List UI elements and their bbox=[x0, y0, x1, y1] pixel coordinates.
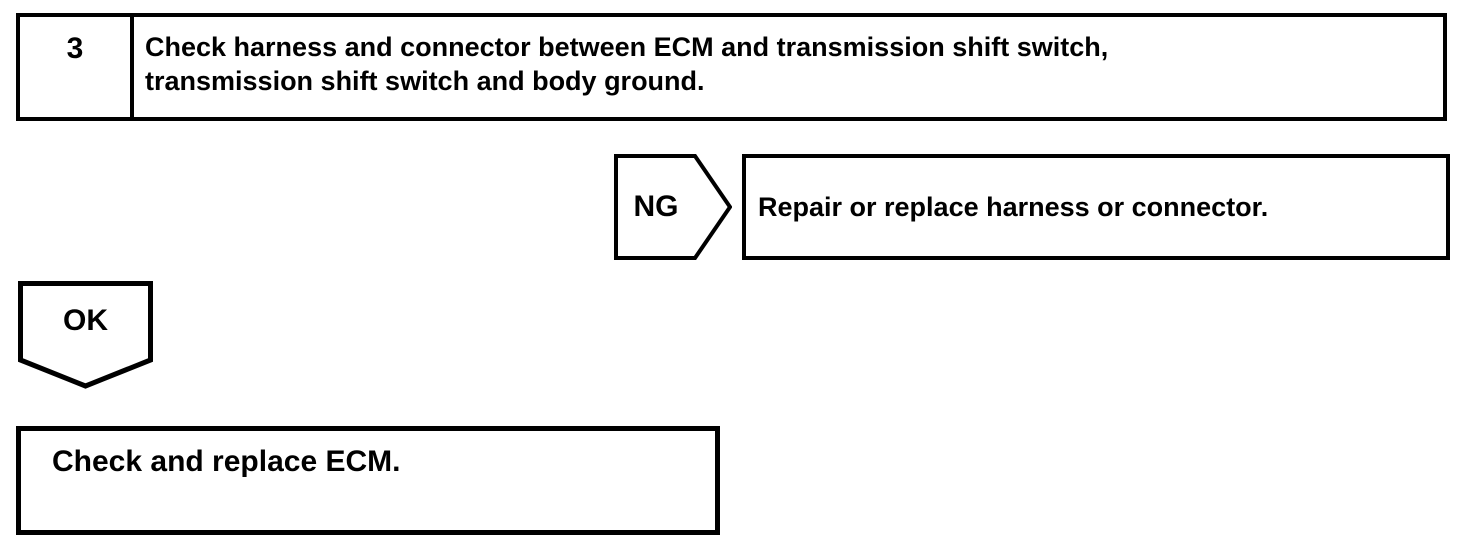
ng-branch-connector: NG bbox=[614, 154, 732, 260]
step-box: 3 Check harness and connector between EC… bbox=[16, 13, 1447, 121]
ok-arrow-pentagon-icon bbox=[18, 281, 153, 389]
ng-action-text: Repair or replace harness or connector. bbox=[758, 191, 1269, 222]
ok-label: OK bbox=[63, 303, 108, 337]
ng-label: NG bbox=[633, 190, 679, 223]
ok-action-text: Check and replace ECM. bbox=[52, 445, 401, 478]
step-instruction-line-2: transmission shift switch and body groun… bbox=[145, 66, 705, 96]
ok-branch-connector: OK bbox=[18, 281, 153, 389]
step-number: 3 bbox=[20, 17, 134, 117]
step-instruction-line-1: Check harness and connector between ECM … bbox=[145, 32, 1109, 62]
ng-action-box: Repair or replace harness or connector. bbox=[742, 154, 1450, 260]
ng-arrow-pentagon-icon bbox=[614, 154, 732, 260]
ok-action-box: Check and replace ECM. bbox=[16, 426, 720, 535]
step-instruction: Check harness and connector between ECM … bbox=[134, 17, 1443, 117]
